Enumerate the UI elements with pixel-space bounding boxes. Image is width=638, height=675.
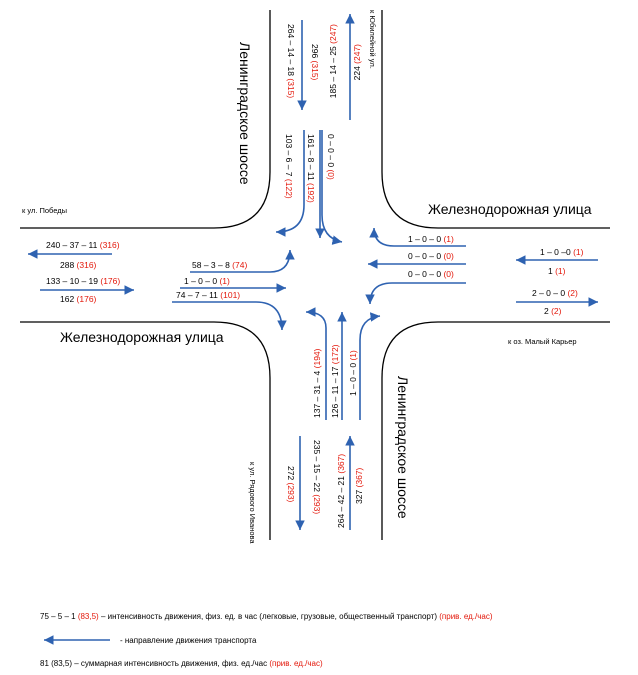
flow-north-in-total: 296 (315) — [310, 44, 320, 81]
flow-east-out-total: 2 (2) — [544, 306, 562, 316]
curb-south-west — [20, 321, 271, 540]
flow-south-out-total: 272 (293) — [286, 466, 296, 503]
arrow-e-left — [365, 282, 466, 305]
legend-direction: - направление движения транспорта — [120, 636, 256, 645]
flow-e-through: 0 – 0 – 0 (0) — [408, 251, 454, 261]
flow-e-right: 1 – 0 – 0 (1) — [408, 234, 454, 244]
flow-north-in: 264 – 14 – 18 (315) — [286, 24, 296, 98]
street-leningrad-south: Ленинградское шоссе — [395, 376, 411, 519]
arrow-e-right — [369, 227, 466, 247]
flow-north-out-total: 224 (247) — [352, 44, 362, 81]
curb-north-west — [20, 10, 271, 229]
flow-east-out: 2 – 0 – 0 (2) — [532, 288, 578, 298]
flow-w-through: 1 – 0 – 0 (1) — [184, 276, 230, 286]
flow-south-in-total: 327 (367) — [354, 467, 364, 504]
destination-labels: к Юбилейной ул. к ул. Победы к оз. Малый… — [22, 10, 577, 544]
street-railway-west: Железнодорожная улица — [60, 329, 224, 345]
dest-south: к ул. Рядового Иванова — [248, 462, 257, 544]
street-names: Ленинградское шоссе Ленинградское шоссе … — [60, 42, 592, 519]
legend-total-unit-red: (прив. ед./час) — [269, 659, 323, 668]
flow-s-left: 137 – 31 – 4 (194) — [312, 348, 322, 418]
flow-east-in: 1 – 0 –0 (1) — [540, 247, 584, 257]
dest-west: к ул. Победы — [22, 206, 67, 215]
flow-s-through: 126 – 11 – 17 (172) — [330, 344, 340, 418]
arrow-s-right — [359, 312, 381, 420]
legend-intensity: 75 – 5 – 1 (83,5) – интенсивность движен… — [40, 612, 493, 621]
street-railway-east: Железнодорожная улица — [428, 201, 592, 217]
flow-w-left: 58 – 3 – 8 (74) — [192, 260, 247, 270]
flow-east-in-total: 1 (1) — [548, 266, 566, 276]
dest-east: к оз. Малый Карьер — [508, 337, 577, 346]
dest-north: к Юбилейной ул. — [368, 10, 377, 69]
legend-unit-red: (прив. ед./час) — [439, 612, 493, 621]
arrow-w-right — [172, 301, 287, 331]
legend-direction-text: - направление движения транспорта — [120, 636, 257, 645]
flow-e-left: 0 – 0 – 0 (0) — [408, 269, 454, 279]
street-leningrad-north: Ленинградское шоссе — [237, 42, 253, 185]
flow-north-out: 185 – 14 – 25 (247) — [328, 24, 338, 98]
legend-sample-red: (83,5) — [77, 612, 99, 621]
legend-sample: 75 – 5 – 1 — [40, 612, 78, 621]
curb-north-east — [381, 10, 610, 229]
flow-w-right: 74 – 7 – 11 (101) — [176, 290, 240, 300]
arrow-s-left — [305, 307, 327, 420]
curb-south-east — [381, 321, 610, 540]
traffic-arrows — [28, 14, 598, 530]
flow-south-in: 264 – 42 – 21 (367) — [336, 454, 346, 528]
arrow-n-right — [275, 130, 305, 237]
legend-intensity-text: – интенсивность движения, физ. ед. в час… — [98, 612, 440, 621]
flow-west-in: 133 – 10 – 19 (176) — [46, 276, 120, 286]
flow-south-out: 235 – 15 – 22 (293) — [312, 440, 322, 514]
flow-labels: 264 – 14 – 18 (315) 296 (315) 185 – 14 –… — [46, 24, 584, 528]
flow-s-right: 1 – 0 – 0 (1) — [348, 350, 358, 396]
flow-west-in-total: 162 (176) — [60, 294, 97, 304]
road-edges — [20, 10, 610, 540]
arrow-w-left — [190, 249, 295, 273]
flow-n-through: 161 – 8 – 11 (192) — [306, 134, 316, 203]
flow-n-right: 103 – 6 – 7 (122) — [284, 134, 294, 199]
legend-total: 81 (83,5) – суммарная интенсивность движ… — [40, 659, 323, 668]
flow-west-out-total: 288 (316) — [60, 260, 97, 270]
arrow-n-left — [321, 130, 343, 245]
flow-n-left: 0 – 0 – 0 (0) — [326, 134, 336, 180]
legend-total-text: 81 (83,5) – суммарная интенсивность движ… — [40, 659, 270, 668]
flow-west-out: 240 – 37 – 11 (316) — [46, 240, 120, 250]
